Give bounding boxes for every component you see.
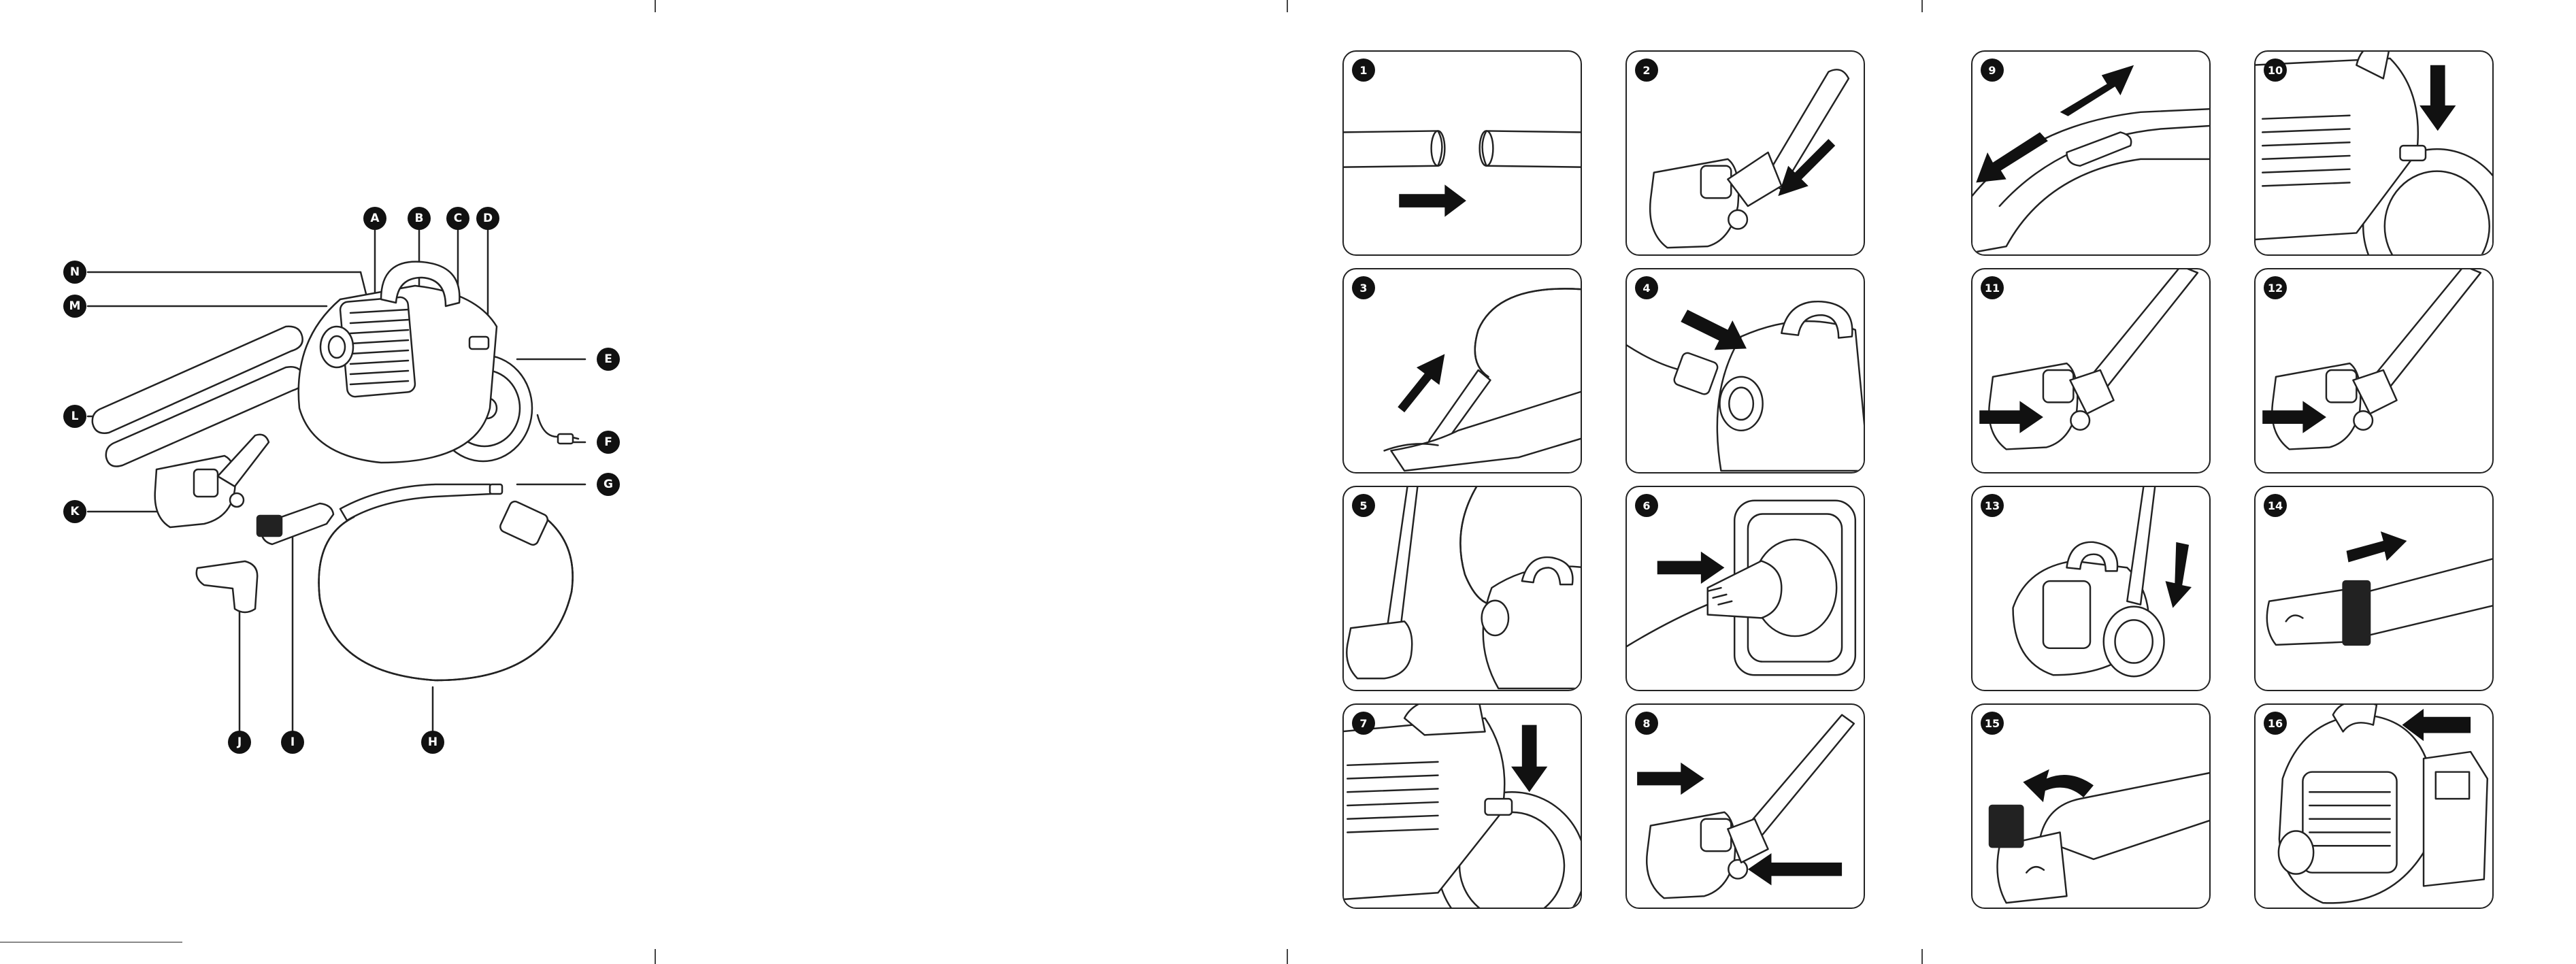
step-panel-14: 14 [2254,486,2494,691]
arrow-icon [1399,184,1466,216]
step-panel-15: 15 [1971,703,2211,909]
step-panel-3: 3 [1342,268,1582,473]
arrow-icon [1657,552,1725,584]
step-number-11: 11 [1981,276,2004,299]
step-number-16: 16 [2264,712,2287,735]
arrow-icon [2023,769,2094,802]
step-panel-12: 12 [2254,268,2494,473]
step-panel-1: 1 [1342,50,1582,256]
step-10-illustration [2256,52,2492,254]
part-label-d: D [476,207,499,230]
arrow-icon [1748,853,1842,885]
trim-mark [1287,0,1288,12]
part-label-a: A [363,207,386,230]
step-panel-13: 13 [1971,486,2211,691]
trim-mark [655,0,656,12]
arrow-icon [2347,531,2407,562]
step-panel-4: 4 [1625,268,1865,473]
step-3-illustration [1344,269,1581,472]
step-panel-9: 9 [1971,50,2211,256]
part-label-f: F [597,431,620,454]
part-label-h: H [421,731,444,754]
part-label-g: G [597,473,620,496]
step-panel-8: 8 [1625,703,1865,909]
step-16-illustration [2256,705,2492,908]
step-5-illustration [1344,487,1581,690]
step-number-15: 15 [1981,712,2004,735]
step-15-illustration [1972,705,2209,908]
part-label-j: J [228,731,251,754]
arrow-icon [1637,763,1704,795]
arrow-icon [1511,725,1547,793]
step-7-illustration [1344,705,1581,908]
step-number-7: 7 [1352,712,1375,735]
parts-diagram: A B C D E F G H I J K L M N [0,0,653,964]
step-number-8: 8 [1635,712,1658,735]
step-panel-5: 5 [1342,486,1582,691]
step-panel-2: 2 [1625,50,1865,256]
trim-mark [1921,0,1923,12]
step-number-14: 14 [2264,494,2287,517]
step-number-5: 5 [1352,494,1375,517]
step-8-illustration [1627,705,1864,908]
step-number-13: 13 [1981,494,2004,517]
arrow-icon [2060,65,2134,116]
part-label-k: K [63,500,86,523]
part-label-b: B [408,207,431,230]
arrow-icon [2166,542,2192,608]
part-label-n: N [63,261,86,284]
step-11-illustration [1972,269,2209,472]
arrow-icon [1681,310,1747,350]
trim-mark [1287,949,1288,964]
step-13-illustration [1972,487,2209,690]
step-1-illustration [1344,52,1581,254]
step-number-9: 9 [1981,59,2004,82]
step-9-illustration [1972,52,2209,254]
parts-diagram-art [0,0,653,964]
trim-mark [655,949,656,964]
step-number-4: 4 [1635,276,1658,299]
step-2-illustration [1627,52,1864,254]
part-label-e: E [597,348,620,371]
arrow-icon [1398,354,1444,412]
step-panel-6: 6 [1625,486,1865,691]
step-panel-10: 10 [2254,50,2494,256]
step-number-2: 2 [1635,59,1658,82]
part-label-l: L [63,405,86,428]
part-label-i: I [281,731,304,754]
step-panel-7: 7 [1342,703,1582,909]
step-number-12: 12 [2264,276,2287,299]
part-label-c: C [446,207,469,230]
step-number-3: 3 [1352,276,1375,299]
step-12-illustration [2256,269,2492,472]
step-panel-16: 16 [2254,703,2494,909]
arrow-icon [2420,65,2456,131]
step-number-1: 1 [1352,59,1375,82]
step-number-10: 10 [2264,59,2287,82]
step-6-illustration [1627,487,1864,690]
part-label-m: M [63,295,86,318]
step-14-illustration [2256,487,2492,690]
step-panel-11: 11 [1971,268,2211,473]
trim-mark [1921,949,1923,964]
step-4-illustration [1627,269,1864,472]
step-number-6: 6 [1635,494,1658,517]
